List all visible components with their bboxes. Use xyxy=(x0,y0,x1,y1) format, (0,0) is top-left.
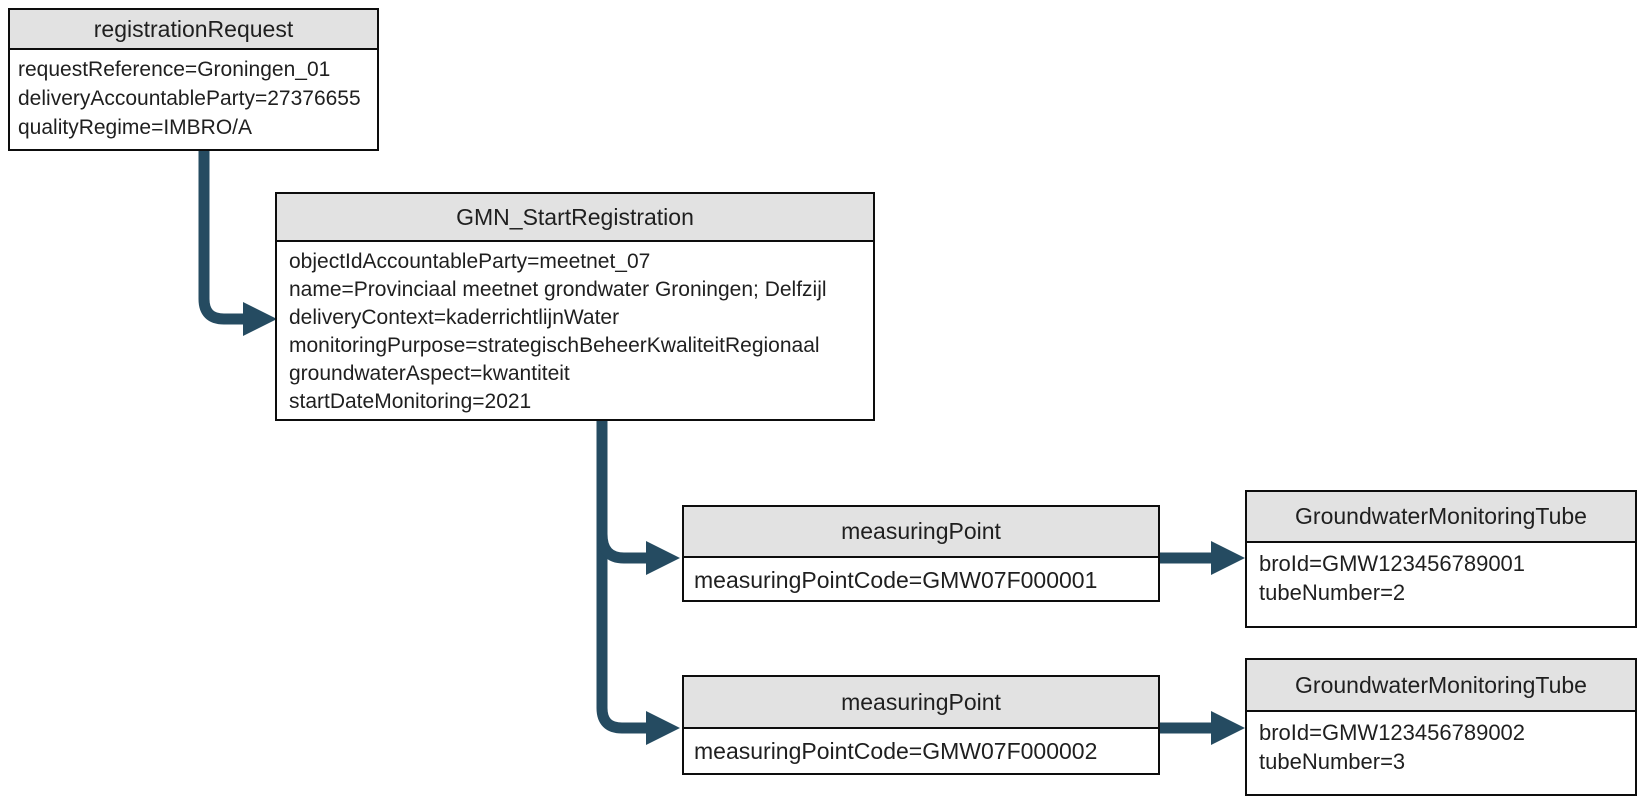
attribute-line: tubeNumber=2 xyxy=(1259,580,1406,605)
box-groundwater-monitoring-tube-1-body: broId=GMW123456789001 tubeNumber=2 xyxy=(1247,543,1635,607)
box-measuring-point-1-title: measuringPoint xyxy=(684,507,1158,558)
attribute-line: measuringPointCode=GMW07F000001 xyxy=(694,567,1098,593)
box-groundwater-monitoring-tube-2-title: GroundwaterMonitoringTube xyxy=(1247,660,1635,712)
box-groundwater-monitoring-tube-1-title: GroundwaterMonitoringTube xyxy=(1247,492,1635,543)
box-measuring-point-2: measuringPoint measuringPointCode=GMW07F… xyxy=(682,675,1160,775)
attribute-line: objectIdAccountableParty=meetnet_07 xyxy=(289,250,651,273)
box-measuring-point-2-title: measuringPoint xyxy=(684,677,1158,729)
box-registration-request-title: registrationRequest xyxy=(10,10,377,50)
box-groundwater-monitoring-tube-2: GroundwaterMonitoringTube broId=GMW12345… xyxy=(1245,658,1637,796)
attribute-line: qualityRegime=IMBRO/A xyxy=(18,116,253,139)
box-gmn-start-registration: GMN_StartRegistration objectIdAccountabl… xyxy=(275,192,875,421)
box-groundwater-monitoring-tube-2-body: broId=GMW123456789002 tubeNumber=3 xyxy=(1247,712,1635,776)
attribute-line: requestReference=Groningen_01 xyxy=(18,58,331,81)
box-measuring-point-2-body: measuringPointCode=GMW07F000002 xyxy=(684,729,1158,766)
arrowhead-gmn-to-measuringpoint-2 xyxy=(646,711,680,745)
arrowhead-registration-to-gmn xyxy=(243,302,277,336)
box-registration-request-body: requestReference=Groningen_01 deliveryAc… xyxy=(10,50,377,142)
attribute-line: groundwaterAspect=kwantiteit xyxy=(289,362,570,385)
attribute-line: startDateMonitoring=2021 xyxy=(289,390,532,413)
arrow-registration-to-gmn xyxy=(198,150,246,325)
arrow-gmn-to-measuringpoint-2 xyxy=(596,420,649,734)
attribute-line: measuringPointCode=GMW07F000002 xyxy=(694,738,1098,764)
box-groundwater-monitoring-tube-1: GroundwaterMonitoringTube broId=GMW12345… xyxy=(1245,490,1637,628)
attribute-line: deliveryContext=kaderrichtlijnWater xyxy=(289,306,620,329)
attribute-line: name=Provinciaal meetnet grondwater Gron… xyxy=(289,278,827,301)
box-registration-request: registrationRequest requestReference=Gro… xyxy=(8,8,379,151)
arrowhead-measuringpoint2-to-tube2 xyxy=(1211,711,1245,745)
arrowhead-measuringpoint1-to-tube1 xyxy=(1211,541,1245,575)
attribute-line: monitoringPurpose=strategischBeheerKwali… xyxy=(289,334,820,357)
box-measuring-point-1-body: measuringPointCode=GMW07F000001 xyxy=(684,558,1158,595)
arrow-gmn-to-measuringpoint-1 xyxy=(596,533,649,564)
attribute-line: deliveryAccountableParty=27376655 xyxy=(18,87,361,110)
box-gmn-start-registration-body: objectIdAccountableParty=meetnet_07 name… xyxy=(277,242,873,416)
box-gmn-start-registration-title: GMN_StartRegistration xyxy=(277,194,873,242)
box-measuring-point-1: measuringPoint measuringPointCode=GMW07F… xyxy=(682,505,1160,602)
attribute-line: broId=GMW123456789001 xyxy=(1259,551,1526,576)
arrowhead-gmn-to-measuringpoint-1 xyxy=(646,541,680,575)
attribute-line: broId=GMW123456789002 xyxy=(1259,720,1526,745)
attribute-line: tubeNumber=3 xyxy=(1259,749,1406,774)
